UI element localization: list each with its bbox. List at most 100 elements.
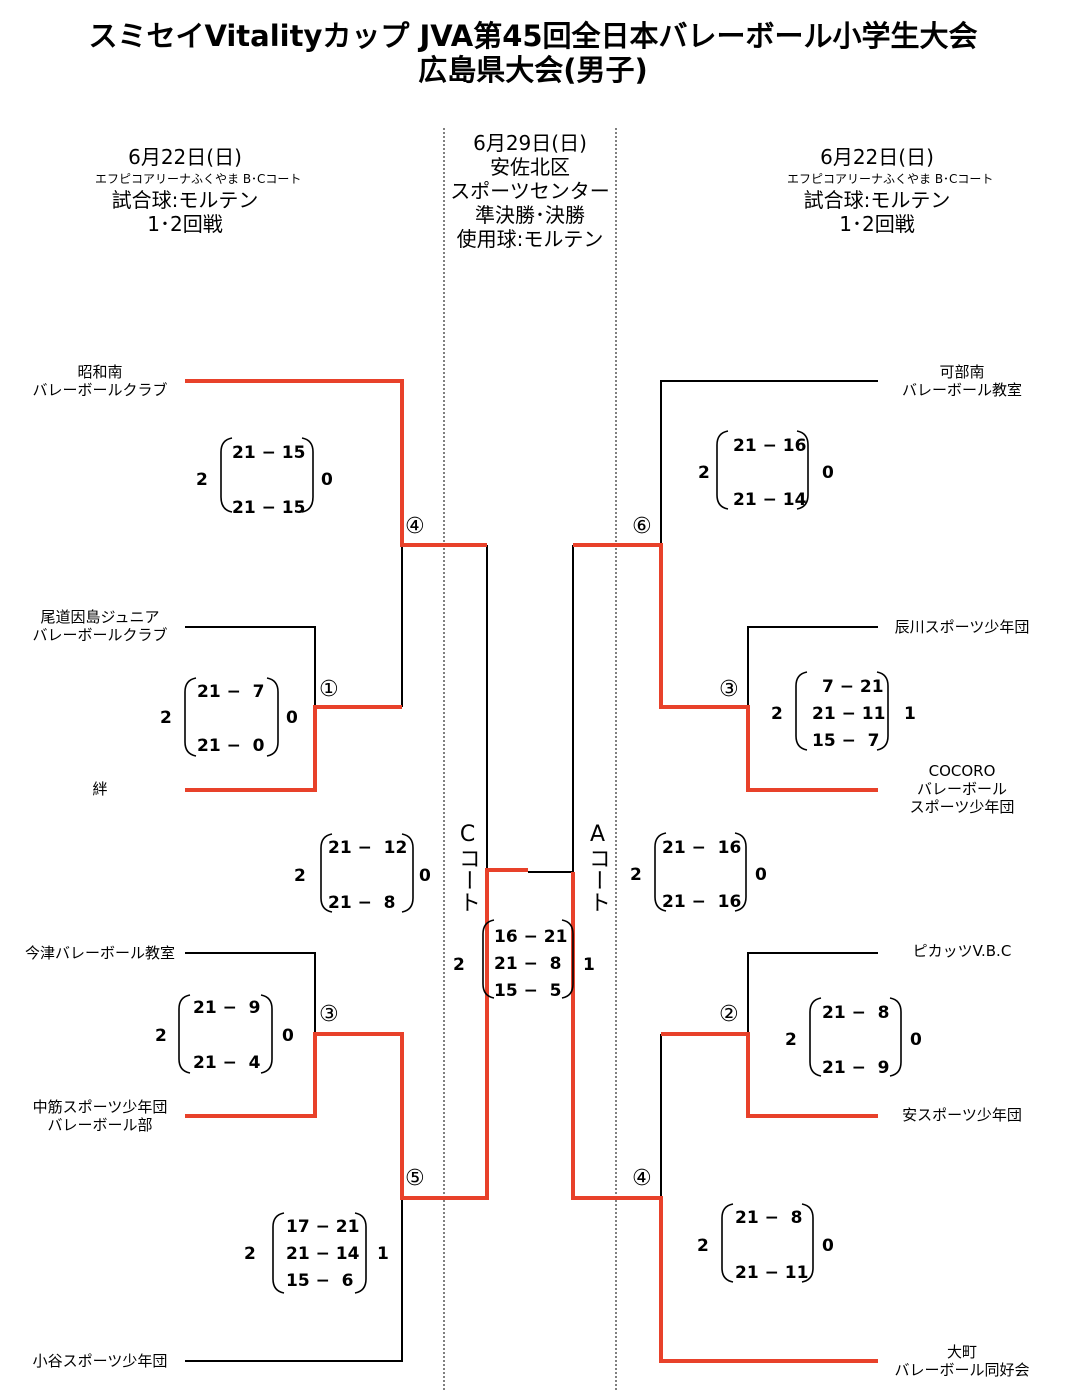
team-left-1: 昭和南 バレーボールクラブ xyxy=(20,363,180,399)
set-score: 21 − 14 xyxy=(733,490,807,510)
left-date: 6月22日(日) xyxy=(128,145,242,169)
center-round: 準決勝･決勝 xyxy=(475,203,585,227)
team-right-4: ピカッツV.B.C xyxy=(882,942,1042,960)
right-round: 1･2回戦 xyxy=(839,212,915,236)
set-score: 21 − 4 xyxy=(193,1053,261,1073)
team-name-sub: バレーボールクラブ xyxy=(32,381,168,399)
sets-won-left: 2 xyxy=(160,708,172,728)
set-score: 21 − 7 xyxy=(197,682,265,702)
court-c-text: Cコート xyxy=(455,822,480,913)
left-black-lines xyxy=(185,545,573,1362)
set-score: 15 − 6 xyxy=(286,1271,354,1291)
right-red-lines xyxy=(571,543,878,1363)
score-brackets xyxy=(178,430,902,1294)
team-name-sub2: スポーツ少年団 xyxy=(909,798,1015,816)
set-score: 21 − 16 xyxy=(733,436,807,456)
set-score: 17 − 21 xyxy=(286,1217,360,1237)
team-name: 昭和南 xyxy=(77,363,123,381)
team-left-4: 今津バレーボール教室 xyxy=(15,944,185,962)
set-score: 21 − 14 xyxy=(286,1244,360,1264)
match-number-r6: ⑥ xyxy=(632,514,652,539)
court-a-label: Aコート xyxy=(585,822,610,913)
right-date: 6月22日(日) xyxy=(820,145,934,169)
match-number-l5: ⑤ xyxy=(405,1166,425,1191)
left-header: 6月22日(日) エフピコアリーナふくやま B･Cコート 試合球:モルテン 1･… xyxy=(95,144,302,236)
set-score: 21 − 8 xyxy=(328,893,396,913)
team-name: 辰川スポーツ少年団 xyxy=(894,618,1030,636)
match-number-r2: ② xyxy=(719,1002,739,1027)
set-score: 21 − 12 xyxy=(328,838,408,858)
match-number-l3: ③ xyxy=(319,1002,339,1027)
match-number-l1: ① xyxy=(319,677,339,702)
sets-won-right: 0 xyxy=(282,1026,294,1046)
team-name: 大町 xyxy=(946,1343,977,1361)
sets-won-left: 2 xyxy=(453,955,465,975)
set-score: 21 − 15 xyxy=(232,443,306,463)
team-name-sub: バレーボール教室 xyxy=(901,381,1022,399)
team-name-sub: バレーボール部 xyxy=(47,1116,153,1134)
sets-won-right: 0 xyxy=(286,708,298,728)
set-score: 21 − 11 xyxy=(735,1263,809,1283)
match-number-r3: ③ xyxy=(719,677,739,702)
right-header: 6月22日(日) エフピコアリーナふくやま B･Cコート 試合球:モルテン 1･… xyxy=(787,144,994,236)
set-score: 15 − 7 xyxy=(812,731,880,751)
set-score: 21 − 11 xyxy=(812,704,886,724)
sets-won-left: 2 xyxy=(698,463,710,483)
set-score: 16 − 21 xyxy=(494,927,568,947)
team-left-5: 中筋スポーツ少年団 バレーボール部 xyxy=(20,1098,180,1134)
match-number-l4: ④ xyxy=(405,514,425,539)
team-name: 今津バレーボール教室 xyxy=(24,944,175,962)
team-right-2: 辰川スポーツ少年団 xyxy=(882,618,1042,636)
team-name-sub: バレーボール同好会 xyxy=(894,1361,1030,1379)
team-right-1: 可部南 バレーボール教室 xyxy=(882,363,1042,399)
set-score: 15 − 5 xyxy=(494,981,562,1001)
team-name: 絆 xyxy=(92,780,108,798)
sets-won-right: 0 xyxy=(910,1030,922,1050)
team-name: 可部南 xyxy=(939,363,985,381)
left-round: 1･2回戦 xyxy=(147,212,223,236)
sets-won-right: 0 xyxy=(822,1236,834,1256)
center-ball: 使用球:モルテン xyxy=(456,227,604,251)
sets-won-right: 0 xyxy=(755,865,767,885)
set-score: 21 − 16 xyxy=(662,892,742,912)
court-a-text: Aコート xyxy=(585,822,610,913)
sets-won-right: 0 xyxy=(822,463,834,483)
sets-won-right: 0 xyxy=(321,470,333,490)
sets-won-right: 0 xyxy=(419,866,431,886)
match-number-r4: ④ xyxy=(632,1166,652,1191)
set-score: 21 − 0 xyxy=(197,736,265,756)
team-name: 中筋スポーツ少年団 xyxy=(32,1098,168,1116)
center-venue1: 安佐北区 xyxy=(490,155,570,179)
right-venue: エフピコアリーナふくやま B･Cコート xyxy=(787,172,994,186)
team-left-3: 絆 xyxy=(20,780,180,798)
center-venue2: スポーツセンター xyxy=(450,179,610,203)
team-name: 安スポーツ少年団 xyxy=(902,1106,1022,1124)
court-c-label: Cコート xyxy=(455,822,480,913)
sets-won-right: 1 xyxy=(904,704,916,724)
team-name: 尾道因島ジュニア xyxy=(40,608,160,626)
right-ball: 試合球:モルテン xyxy=(803,188,951,212)
set-score: 21 − 8 xyxy=(822,1003,890,1023)
center-header: 6月29日(日) 安佐北区 スポーツセンター 準決勝･決勝 使用球:モルテン xyxy=(440,131,620,251)
left-ball: 試合球:モルテン xyxy=(111,188,259,212)
team-right-6: 大町 バレーボール同好会 xyxy=(882,1343,1042,1379)
team-name: ピカッツV.B.C xyxy=(912,942,1012,960)
sets-won-right: 1 xyxy=(377,1244,389,1264)
right-black-lines xyxy=(572,380,878,1198)
team-left-6: 小谷スポーツ少年団 xyxy=(20,1352,180,1370)
sets-won-right: 1 xyxy=(583,955,595,975)
team-name-sub: バレーボール xyxy=(916,780,1007,798)
team-name-sub: バレーボールクラブ xyxy=(32,626,168,644)
sets-won-left: 2 xyxy=(244,1244,256,1264)
set-score: 21 − 9 xyxy=(822,1058,890,1078)
left-venue: エフピコアリーナふくやま B･Cコート xyxy=(95,172,302,186)
sets-won-left: 2 xyxy=(785,1030,797,1050)
team-name: COCORO xyxy=(928,762,996,780)
sets-won-left: 2 xyxy=(697,1236,709,1256)
sets-won-left: 2 xyxy=(771,704,783,724)
sets-won-left: 2 xyxy=(196,470,208,490)
left-red-lines xyxy=(185,379,528,1200)
set-score: 21 − 15 xyxy=(232,498,306,518)
set-score: 21 − 16 xyxy=(662,838,742,858)
sets-won-left: 2 xyxy=(630,865,642,885)
